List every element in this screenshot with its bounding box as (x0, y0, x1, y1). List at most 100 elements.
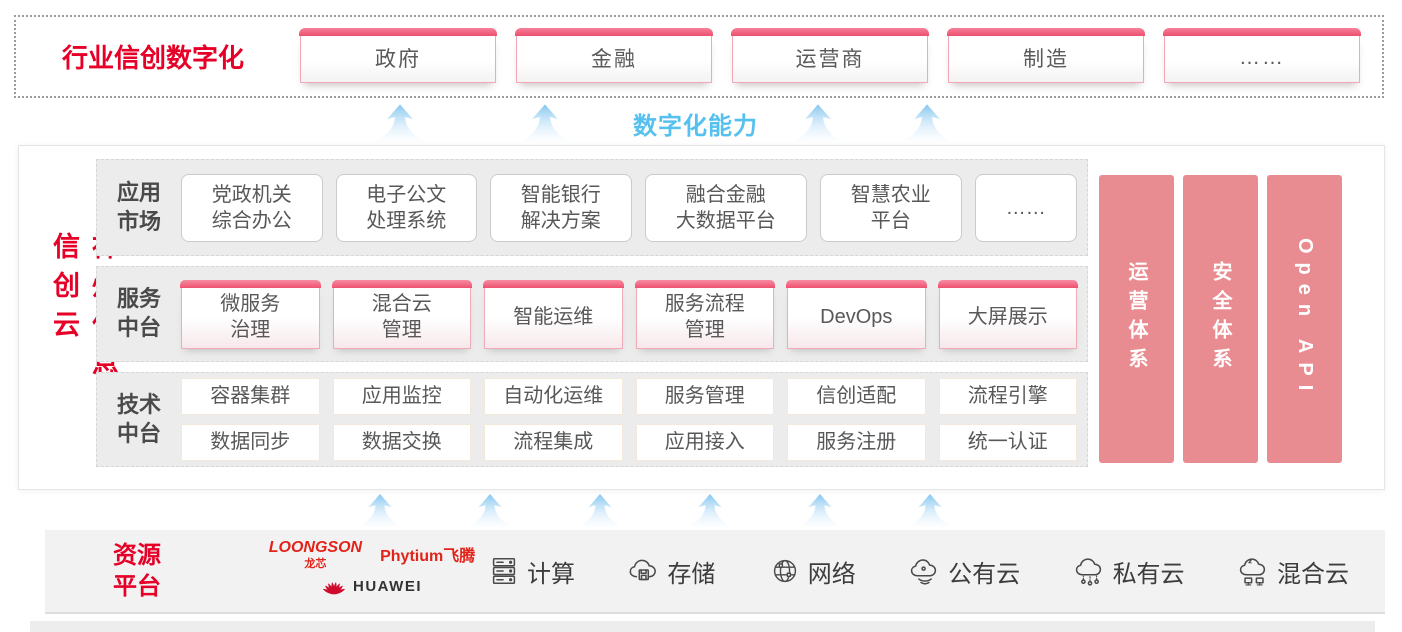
industry-box: 金融 (515, 27, 713, 83)
loongson-wordmark: LOONGSON (268, 539, 363, 556)
resource-label: 私有云 (1112, 560, 1185, 588)
industry-box-topbar-accent (731, 27, 929, 36)
vendor-logos-row1: LOONGSON 龙芯 Phytium 飞腾 (237, 539, 507, 571)
up-arrow-icon (902, 494, 958, 527)
industry-box-list: 政府 金融 运营商 制造 …… (299, 27, 1361, 83)
up-arrow-icon (790, 104, 846, 142)
up-arrow-icon (899, 104, 955, 142)
industry-box-topbar-accent (947, 27, 1145, 36)
huawei-flower-icon (322, 581, 346, 595)
pillar-bar: Open API (1267, 175, 1342, 463)
loongson-logo: LOONGSON 龙芯 (269, 539, 362, 571)
resource-item: 网络 (768, 554, 856, 589)
industry-box-topbar-accent (1163, 27, 1361, 36)
resource-item: 存储 (627, 554, 715, 589)
industry-box: …… (1163, 27, 1361, 83)
service-box-topbar-accent (634, 279, 775, 288)
service-label: 服务流程 管理 (664, 293, 745, 341)
tech-middle-row: 技术 中台 容器集群应用监控自动化运维服务管理信创适配流程引擎 数据同步数据交换… (96, 372, 1088, 467)
industry-banner: 行业信创数字化 政府 金融 运营商 (14, 15, 1384, 98)
service-box: DevOps (786, 279, 927, 349)
loongson-cjk-label: 龙芯 (304, 558, 327, 570)
service-box-topbar-accent (786, 279, 927, 288)
resource-item: 混合云 (1237, 554, 1349, 589)
app-market-box: 融合金融 大数据平台 (644, 173, 807, 242)
service-items: 微服务 治理 混合云 管理 智能运维 服务流程 管理 (180, 279, 1078, 349)
up-arrow-icon (792, 494, 848, 527)
resource-platform-title: 资源 平台 (113, 541, 161, 600)
tech-box: 流程集成 (484, 424, 623, 461)
tech-box: 流程引擎 (938, 378, 1077, 415)
cloud-platform-panel: 神州信息信创云 应用 市场 党政机关 综合办公 电子公文 处理系统 智能银行 解… (18, 145, 1385, 490)
tech-box: 数据同步 (181, 424, 320, 461)
service-label: 混合云 管理 (371, 293, 432, 341)
pillar-bar: 安全体系 (1183, 175, 1258, 463)
service-box-topbar-accent (937, 279, 1078, 288)
resource-label: 计算 (527, 560, 575, 588)
industry-box-topbar-accent (515, 27, 713, 36)
resource-label: 网络 (807, 560, 856, 588)
pillar-bar: 运营体系 (1099, 175, 1174, 463)
tech-box: 信创适配 (787, 378, 926, 415)
resource-icon (487, 555, 521, 587)
app-market-row: 应用 市场 党政机关 综合办公 电子公文 处理系统 智能银行 解决方案 融合金融… (96, 159, 1088, 256)
tech-box: 应用监控 (332, 378, 471, 415)
industry-banner-title: 行业信创数字化 (62, 43, 245, 73)
service-label: 大屏展示 (967, 306, 1048, 328)
resource-item: 公有云 (908, 554, 1020, 589)
resource-label: 公有云 (948, 560, 1021, 588)
service-box-topbar-accent (180, 279, 321, 288)
up-arrow-icon (572, 494, 628, 527)
resource-label: 存储 (667, 560, 716, 588)
industry-box: 政府 (299, 27, 497, 83)
service-box: 大屏展示 (937, 279, 1078, 349)
resource-icon (627, 555, 661, 587)
phytium-wordmark: Phytium (380, 548, 444, 565)
up-arrow-icon (682, 494, 738, 527)
resource-label: 混合云 (1276, 560, 1349, 588)
industry-label: 制造 (1023, 48, 1069, 71)
industry-label: …… (1239, 46, 1285, 69)
up-arrow-icon (372, 104, 428, 142)
industry-box-topbar-accent (299, 27, 497, 36)
industry-label: 运营商 (795, 48, 865, 71)
resource-icon (1237, 555, 1271, 587)
tech-box: 容器集群 (181, 378, 320, 415)
app-market-box: 智慧农业 平台 (820, 173, 962, 242)
service-middle-row: 服务 中台 微服务 治理 混合云 管理 智能运维 (96, 266, 1088, 362)
service-box: 服务流程 管理 (634, 279, 775, 349)
service-box: 混合云 管理 (331, 279, 472, 349)
digital-capability-label: 数字化能力 (633, 113, 758, 140)
service-label: 智能运维 (513, 306, 594, 328)
vendor-logos-row2: HUAWEI (237, 576, 507, 596)
phytium-cjk-label: 飞腾 (443, 548, 476, 565)
service-label: 微服务 治理 (220, 293, 281, 341)
service-box-topbar-accent (331, 279, 472, 288)
service-box: 微服务 治理 (180, 279, 321, 349)
resource-platform-panel: 资源 平台 LOONGSON 龙芯 Phytium 飞腾 (45, 530, 1385, 614)
app-market-items: 党政机关 综合办公 电子公文 处理系统 智能银行 解决方案 融合金融 大数据平台… (181, 173, 1077, 242)
vendor-logos: LOONGSON 龙芯 Phytium 飞腾 (237, 539, 507, 596)
resource-item: 计算 (487, 554, 575, 589)
tech-items-line1: 容器集群应用监控自动化运维服务管理信创适配流程引擎 (181, 378, 1077, 415)
service-middle-label: 服务 中台 (116, 286, 161, 340)
app-market-box: …… (974, 173, 1077, 242)
bottom-divider-strip (30, 621, 1375, 632)
industry-label: 金融 (591, 48, 637, 71)
resource-icon (768, 555, 802, 587)
phytium-logo: Phytium 飞腾 (380, 542, 475, 566)
resource-item-list: 计算 存储 网络 公有云 私有云 (487, 530, 1349, 612)
resource-item: 私有云 (1073, 554, 1185, 589)
up-arrow-icon (517, 104, 573, 142)
tech-box: 服务管理 (635, 378, 774, 415)
tech-box: 服务注册 (787, 424, 926, 461)
service-box-topbar-accent (483, 279, 624, 288)
industry-box: 运营商 (731, 27, 929, 83)
service-label: DevOps (820, 306, 893, 328)
industry-box: 制造 (947, 27, 1145, 83)
resource-icon (1073, 555, 1107, 587)
tech-middle-label: 技术 中台 (116, 391, 161, 446)
tech-box: 统一认证 (938, 424, 1077, 461)
